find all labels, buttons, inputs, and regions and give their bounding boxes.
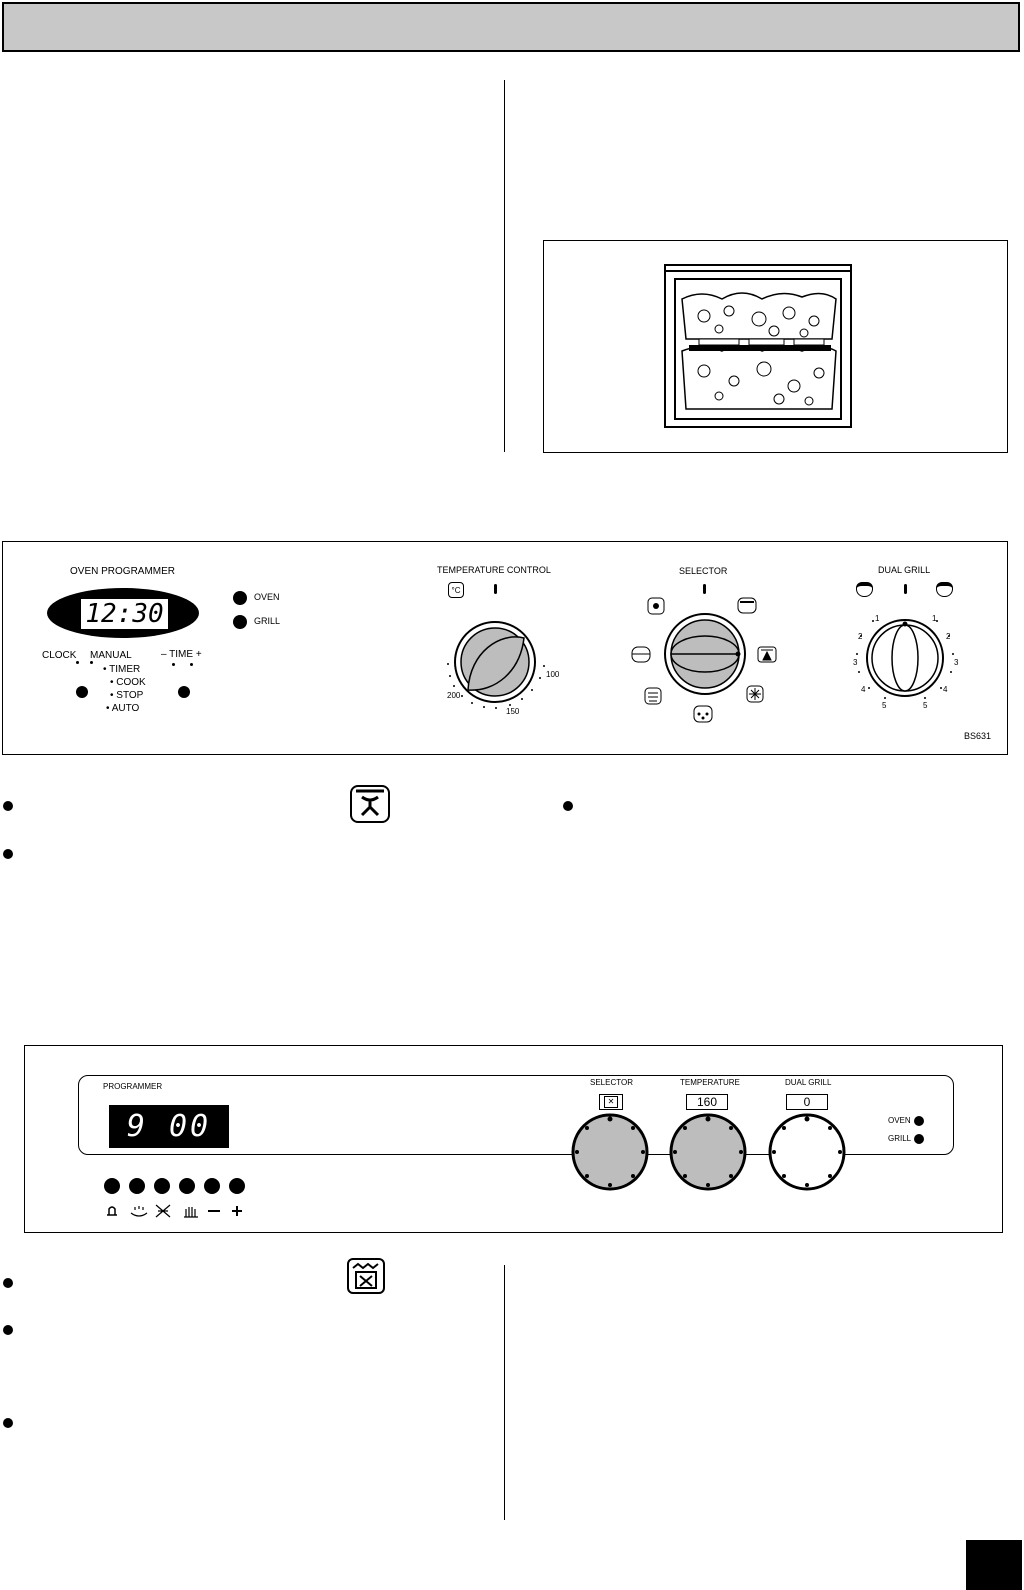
grill-left-mark-3: 3 bbox=[853, 658, 858, 667]
oven-interior-illustration bbox=[664, 264, 852, 428]
celsius-icon: °C bbox=[448, 582, 464, 598]
timer-button[interactable] bbox=[104, 1178, 120, 1194]
manual-label: MANUAL bbox=[90, 650, 132, 661]
plus-icon bbox=[232, 1206, 242, 1216]
temperature-knob-2[interactable] bbox=[668, 1112, 748, 1192]
column-divider bbox=[504, 80, 505, 452]
time-plus-dot bbox=[190, 663, 193, 666]
grill-indicator-light-2 bbox=[914, 1134, 924, 1144]
selector-title-2: SELECTOR bbox=[590, 1078, 633, 1087]
cook-time-button[interactable] bbox=[129, 1178, 145, 1194]
plus-button[interactable] bbox=[229, 1178, 245, 1194]
section-header-bar bbox=[2, 2, 1020, 52]
oven-light-icon: ✕ bbox=[604, 1096, 618, 1108]
temp-mark-200: 200 bbox=[447, 691, 461, 700]
oven-indicator-light-2 bbox=[914, 1116, 924, 1126]
dual-grill-knob[interactable] bbox=[845, 606, 965, 716]
oven-indicator-label: OVEN bbox=[254, 592, 280, 602]
top-heat-icon bbox=[737, 597, 757, 614]
selector-knob[interactable] bbox=[625, 592, 785, 728]
end-time-icon bbox=[155, 1204, 171, 1218]
manual-button[interactable] bbox=[179, 1178, 195, 1194]
programmer-button-row bbox=[104, 1178, 245, 1194]
temperature-marker bbox=[494, 584, 497, 594]
grill-left-mark-1: 1 bbox=[875, 614, 880, 623]
end-time-button[interactable] bbox=[154, 1178, 170, 1194]
grill-indicator-label: GRILL bbox=[254, 616, 281, 626]
grill-right-mark-3: 3 bbox=[954, 658, 959, 667]
clock-dot bbox=[76, 661, 79, 664]
selector-knob-2[interactable] bbox=[570, 1112, 650, 1192]
selector-mode-window: ✕ bbox=[599, 1094, 623, 1110]
oven-illustration-frame bbox=[543, 240, 1008, 453]
dual-grill-title-2: DUAL GRILL bbox=[785, 1078, 832, 1087]
programmer-time-display: 12:30 bbox=[80, 598, 169, 630]
grill-right-mark-4: 4 bbox=[943, 685, 948, 694]
time-label: – TIME + bbox=[161, 649, 202, 660]
temperature-control-title: TEMPERATURE CONTROL bbox=[437, 565, 551, 575]
programmer-display: 9 00 bbox=[109, 1105, 229, 1148]
fan-grill-symbol-icon bbox=[350, 785, 390, 823]
fan-icon bbox=[647, 597, 665, 615]
grill-right-mark-2: 2 bbox=[946, 632, 951, 641]
temperature-title-2: TEMPERATURE bbox=[680, 1078, 740, 1087]
list-bullet bbox=[3, 849, 13, 859]
temperature-control-knob[interactable] bbox=[440, 612, 570, 722]
bell-icon bbox=[107, 1206, 117, 1216]
oven-indicator-light bbox=[233, 591, 247, 605]
selector-marker bbox=[703, 584, 706, 594]
time-minus-dot bbox=[172, 663, 175, 666]
defrost-icon bbox=[746, 685, 764, 703]
grill-left-mark-5: 5 bbox=[882, 701, 887, 710]
full-grill-icon bbox=[936, 582, 953, 597]
temp-mark-100: 100 bbox=[546, 670, 560, 679]
mode-auto: • AUTO bbox=[106, 703, 140, 714]
control-strip bbox=[78, 1075, 954, 1155]
list-bullet bbox=[563, 801, 573, 811]
temperature-window: 160 bbox=[686, 1094, 728, 1110]
oven-indicator-label-2: OVEN bbox=[888, 1116, 911, 1125]
manual-hand-icon bbox=[184, 1207, 198, 1218]
temp-mark-150: 150 bbox=[506, 707, 520, 716]
grill-indicator-light bbox=[233, 615, 247, 629]
clock-label: CLOCK bbox=[42, 650, 77, 661]
fan-grill-icon bbox=[757, 646, 777, 663]
dual-grill-window: 0 bbox=[786, 1094, 828, 1110]
list-bullet bbox=[3, 801, 13, 811]
conventional-icon bbox=[631, 646, 651, 663]
dual-grill-marker bbox=[904, 584, 907, 594]
grill-left-mark-2: 2 bbox=[858, 632, 863, 641]
base-heat-icon bbox=[644, 687, 662, 705]
selector-title: SELECTOR bbox=[679, 566, 728, 576]
programmer-left-button[interactable] bbox=[76, 686, 88, 698]
pizza-icon bbox=[693, 705, 713, 723]
grill-right-mark-1: 1 bbox=[932, 614, 937, 623]
manual-dot bbox=[90, 661, 93, 664]
list-bullet bbox=[3, 1278, 13, 1288]
cook-time-icon bbox=[130, 1206, 148, 1217]
page-number-tab bbox=[966, 1540, 1022, 1590]
dual-grill-title: DUAL GRILL bbox=[878, 565, 931, 575]
oven-light-symbol-icon bbox=[347, 1258, 385, 1294]
mode-timer: • TIMER bbox=[103, 664, 141, 675]
mode-stop: • STOP bbox=[110, 690, 144, 701]
programmer-button-icons bbox=[104, 1203, 254, 1219]
programmer-right-button[interactable] bbox=[178, 686, 190, 698]
mode-cook: • COOK bbox=[110, 677, 146, 688]
grill-indicator-label-2: GRILL bbox=[888, 1134, 912, 1143]
grill-left-mark-4: 4 bbox=[861, 685, 866, 694]
half-grill-icon bbox=[856, 582, 873, 597]
programmer-title: PROGRAMMER bbox=[103, 1082, 163, 1091]
list-bullet bbox=[3, 1418, 13, 1428]
grill-right-mark-5: 5 bbox=[923, 701, 928, 710]
list-bullet bbox=[3, 1325, 13, 1335]
oven-programmer-title: OVEN PROGRAMMER bbox=[70, 566, 176, 577]
model-code: BS631 bbox=[964, 731, 992, 741]
minus-button[interactable] bbox=[204, 1178, 220, 1194]
dual-grill-knob-2[interactable] bbox=[767, 1112, 847, 1192]
column-divider bbox=[504, 1265, 505, 1520]
